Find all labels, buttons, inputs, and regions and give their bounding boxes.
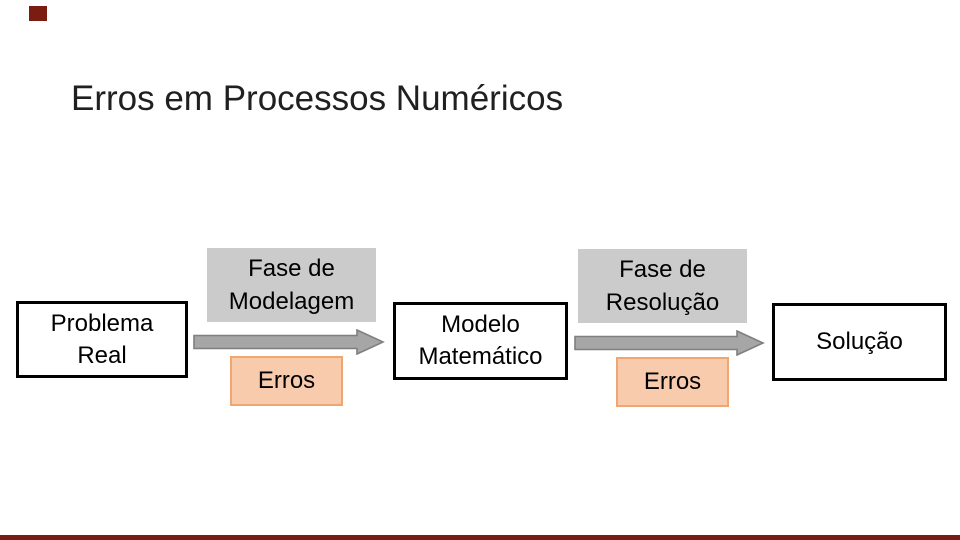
phase-label-line: Fase de bbox=[248, 255, 335, 282]
node-problema-real: Problema Real bbox=[16, 301, 188, 378]
node-label-line: Problema bbox=[50, 309, 154, 337]
template-accent-bottom-bar bbox=[0, 535, 960, 540]
error-badge-resolucao: Erros bbox=[616, 357, 729, 407]
error-badge-modelagem: Erros bbox=[230, 356, 343, 406]
node-modelo-matematico: Modelo Matemático bbox=[393, 302, 568, 380]
phase-label-resolucao: Fase de Resolução bbox=[578, 249, 747, 323]
phase-label-line: Modelagem bbox=[228, 288, 355, 315]
phase-label-modelagem: Fase de Modelagem bbox=[207, 248, 376, 322]
error-badge-label: Erros bbox=[643, 368, 702, 395]
template-accent-square bbox=[29, 6, 47, 21]
node-label-line: Matemático bbox=[418, 343, 543, 370]
phase-label-line: Fase de bbox=[619, 256, 706, 283]
page-title: Erros em Processos Numéricos bbox=[71, 79, 564, 119]
node-label-line: Modelo bbox=[441, 311, 520, 338]
node-solucao: Solução bbox=[772, 303, 947, 381]
arrow-right-icon bbox=[193, 329, 385, 355]
arrow-right-icon bbox=[574, 330, 765, 356]
error-badge-label: Erros bbox=[257, 367, 316, 394]
node-label-line: Real bbox=[77, 341, 127, 369]
node-label-line: Solução bbox=[816, 328, 903, 355]
phase-label-line: Resolução bbox=[605, 289, 720, 316]
